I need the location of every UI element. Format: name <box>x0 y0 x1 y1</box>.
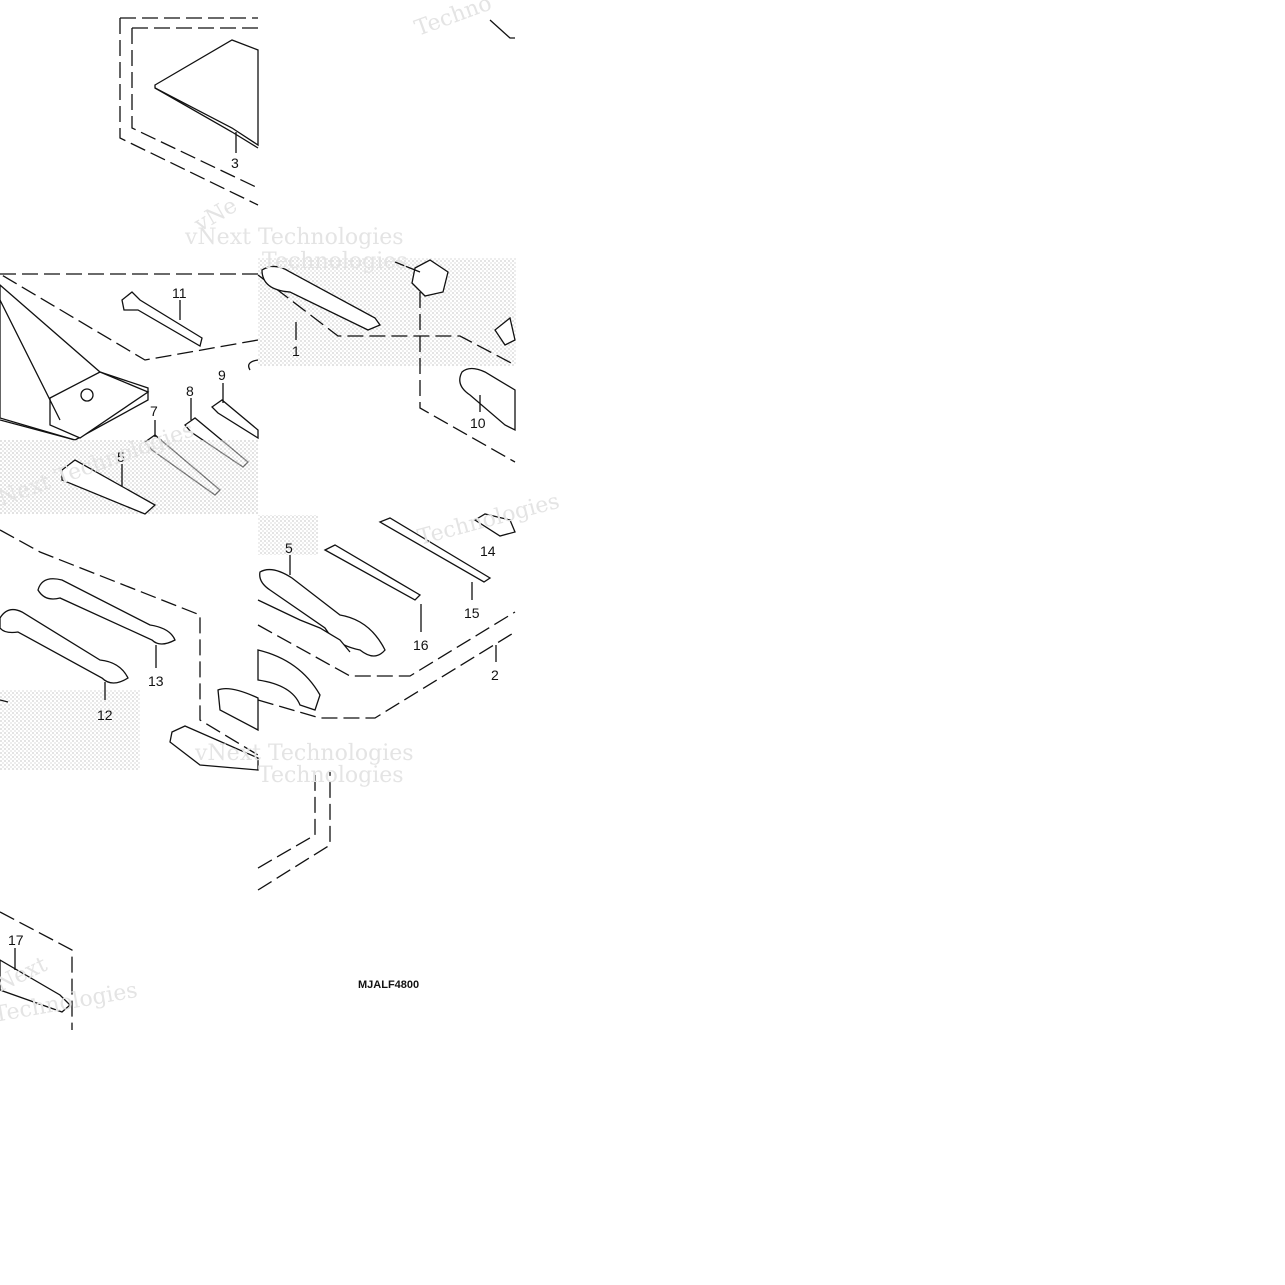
callout-1: 1 <box>292 343 300 359</box>
callout-17: 17 <box>8 932 24 948</box>
callout-2: 2 <box>491 667 499 683</box>
box-wrench <box>217 687 259 732</box>
hook-wrench <box>257 649 321 711</box>
nut-icon <box>494 316 516 346</box>
wrench-1 <box>261 265 382 331</box>
dash-frame <box>257 772 331 891</box>
wrench-12 <box>0 608 129 684</box>
diagram-code: MJALF4800 <box>358 979 419 991</box>
callout-9: 9 <box>218 367 226 383</box>
tile-bottom-frame: Technologies <box>257 763 404 891</box>
dash-frame <box>0 529 259 756</box>
callout-5: 5 <box>285 540 293 556</box>
dash-frame <box>0 273 259 361</box>
tile-extension-bar: 17 Technologies Next <box>0 911 139 1030</box>
socket-tube-6 <box>61 459 157 515</box>
wrench-10 <box>459 367 516 432</box>
wrench-13 <box>37 578 176 645</box>
handle-16 <box>473 513 516 537</box>
tile-top-right: Techno <box>412 0 515 42</box>
tile-wrench-set: 11 7 8 9 5 vNext Technologies <box>0 273 259 516</box>
tile-tool-bag: 3 vNext Technologies vNe <box>119 17 404 250</box>
socket-4 <box>411 259 449 297</box>
watermark-text: Technologies <box>258 763 404 788</box>
callout-16: 14 <box>480 543 496 559</box>
callout-7: 7 <box>150 403 158 419</box>
watermark-text: vNext Technologies <box>184 225 404 250</box>
screwdriver-15 <box>323 544 422 601</box>
wrench-11 <box>121 291 203 347</box>
watermark-text: vNext Technologies <box>194 741 414 766</box>
callout-13: 13 <box>148 673 164 689</box>
hex-key-9 <box>210 399 259 440</box>
tile-pliers-drivers: 5 16 15 14 2 Technologies <box>257 489 562 719</box>
watermark-text: Technologies <box>262 249 408 274</box>
inner-dash-frame <box>131 27 259 189</box>
screwdriver-14 <box>378 517 492 583</box>
callout-10: 10 <box>470 415 486 431</box>
socket-tube <box>169 725 259 771</box>
callout-15: 16 <box>413 637 429 653</box>
dash-frame <box>257 611 516 719</box>
outer-dash-frame <box>119 17 259 206</box>
callout-14: 15 <box>464 605 480 621</box>
pliers-5 <box>259 568 386 657</box>
callout-12: 12 <box>97 707 113 723</box>
callout-3: 3 <box>231 155 239 171</box>
tile-open-wrenches: 13 12 vNext Technologies <box>0 529 414 771</box>
callout-6: 5 <box>117 449 125 465</box>
dash-frame <box>0 911 73 1030</box>
tool-bag <box>154 39 259 147</box>
extension-bar-17 <box>0 959 71 1013</box>
callout-11: 11 <box>172 285 187 301</box>
tile-socket-wrench: 1 10 Technologies <box>257 249 516 463</box>
watermark-text: Technologies <box>415 489 562 551</box>
callout-8: 8 <box>186 383 194 399</box>
dash-frame <box>257 274 516 463</box>
watermark-text: Techno <box>412 0 496 42</box>
